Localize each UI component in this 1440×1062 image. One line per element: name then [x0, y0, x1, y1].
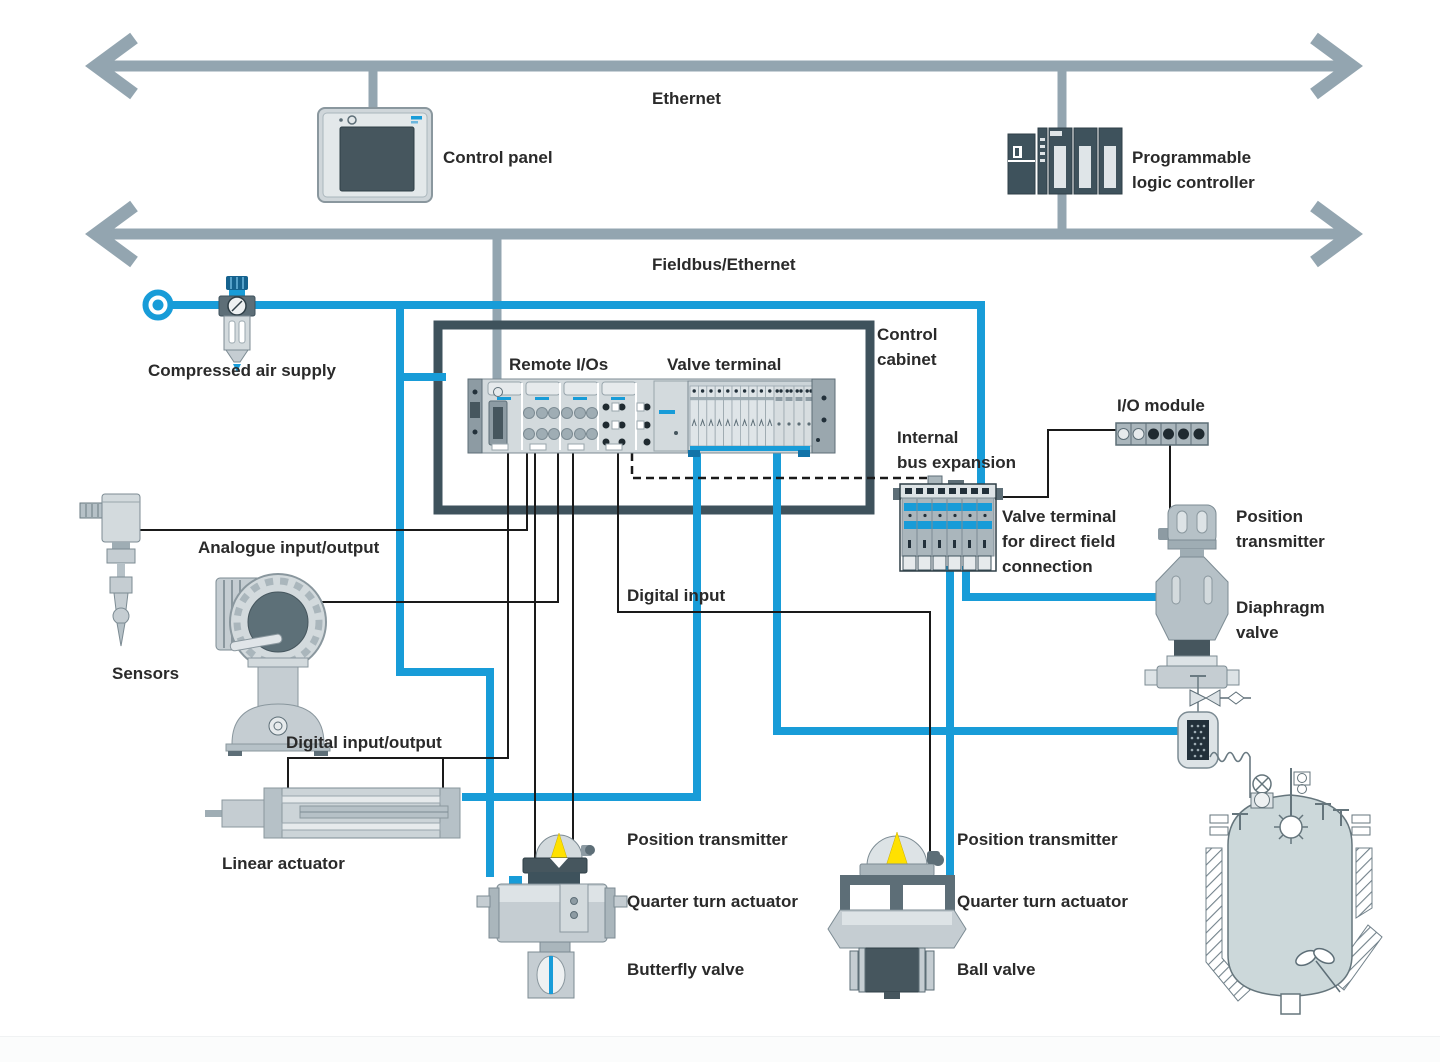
field-terminal-to-diaphragm-line [962, 566, 1158, 601]
ethernet-left-arrow-icon [85, 32, 138, 100]
sensor-probe-icon [79, 493, 141, 647]
fieldbus-bus [85, 200, 1363, 268]
control-cabinet-outline [433, 320, 875, 515]
ball-assembly [827, 831, 967, 999]
page-bottom-strip [0, 1036, 1440, 1062]
io-module-device [1115, 422, 1209, 446]
ethernet-bus [85, 32, 1363, 100]
signal-lines [140, 429, 1171, 858]
control-panel-device [317, 107, 433, 203]
io-module-link-line [988, 429, 1116, 498]
fieldbus-left-arrow-icon [85, 200, 138, 268]
analogue-transmitter-icon [215, 573, 331, 756]
filter-vessel-icon [1177, 675, 1251, 798]
pneumatic-lines [172, 301, 1181, 920]
valve-terminal-to-linear-actuator-line [462, 453, 701, 801]
plc-device [1007, 127, 1123, 195]
linear-actuator-device [205, 787, 461, 839]
digital-io-line [287, 453, 509, 789]
butterfly-assembly [476, 832, 628, 999]
ethernet-right-arrow-icon [1310, 32, 1363, 100]
panel-logo-icon [411, 116, 422, 120]
valve-terminal-rack [687, 378, 836, 457]
filter-to-tank-line [1209, 751, 1251, 798]
valve-terminal-to-filter-line [773, 453, 1181, 735]
diaphragm-assembly [1144, 504, 1240, 689]
bus-drop-lines [368, 66, 1067, 384]
fieldbus-right-arrow-icon [1310, 200, 1363, 268]
tank-vessel [1205, 768, 1383, 1015]
air-branch-to-butterfly-line [396, 302, 494, 877]
internal-bus-dashed-line [630, 453, 935, 484]
digital-input-line [617, 453, 931, 854]
air-source-icon [142, 289, 174, 321]
field-valve-terminal-device [893, 475, 1003, 572]
sensors-signal-line [140, 453, 528, 531]
analogue-signal-line [318, 453, 559, 603]
filter-regulator-icon [218, 276, 256, 372]
